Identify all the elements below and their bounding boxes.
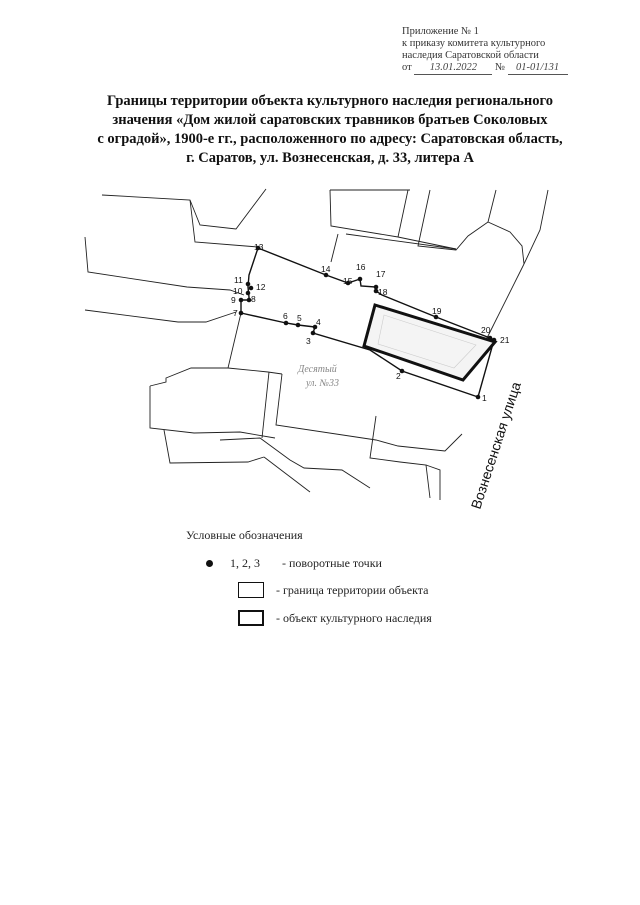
building-outline [227, 312, 242, 369]
building-outline [487, 189, 497, 223]
turning-point-label-14: 14 [321, 264, 331, 274]
title-line-1: Границы территории объекта культурного н… [107, 93, 553, 109]
legend-points-sample: 1, 2, 3 [230, 556, 260, 570]
building-outline [149, 367, 283, 387]
building-outline [189, 199, 259, 248]
turning-point-17 [373, 284, 379, 290]
title-line-4: г. Саратов, ул. Вознесенская, д. 33, лит… [186, 150, 474, 166]
turning-point-20 [487, 335, 493, 341]
boundary-symbol [238, 582, 264, 598]
annex-header: Приложение № 1 к приказу комитета культу… [402, 26, 602, 75]
building-outline [261, 371, 270, 439]
building-outline [417, 189, 525, 265]
turning-point-label-20: 20 [481, 325, 491, 335]
street-label: Вознесенская улица [468, 380, 524, 511]
building-outline [84, 236, 245, 296]
turning-point-label-4: 4 [316, 317, 321, 327]
building-outline [330, 233, 339, 263]
turning-point-label-15: 15 [343, 276, 353, 286]
turning-point-label-5: 5 [297, 313, 302, 323]
annex-line-3: наследия Саратовской области [402, 50, 539, 61]
turning-point-label-10: 10 [233, 286, 243, 296]
turning-point-19 [433, 314, 439, 320]
surrounding-buildings [84, 188, 549, 500]
turning-point-3 [310, 330, 316, 336]
turning-point-11 [245, 281, 251, 287]
heritage-object-symbol [238, 610, 264, 626]
turning-point-16 [357, 276, 363, 282]
turning-point-15 [345, 280, 351, 286]
turning-point-label-16: 16 [356, 262, 366, 272]
turning-point-7 [238, 310, 244, 316]
annex-line-2: к приказу комитета культурного [402, 38, 546, 49]
legend-boundary-desc: - граница территории объекта [276, 583, 429, 597]
building-outline [523, 189, 549, 265]
building-outline [329, 189, 399, 238]
building-outline [485, 263, 525, 341]
heritage-object-inner [377, 314, 477, 369]
faded-label-2: ул. №33 [305, 378, 339, 389]
building-outline [425, 464, 441, 500]
turning-point-18 [373, 288, 379, 294]
turning-point-symbol [206, 560, 213, 567]
building-outline [163, 429, 265, 464]
building-outline [101, 188, 267, 230]
date-value: 13.01.2022 [414, 62, 493, 75]
turning-point-label-17: 17 [376, 269, 386, 279]
turning-point-label-7: 7 [233, 308, 238, 318]
turning-point-5 [295, 322, 301, 328]
turning-point-21 [491, 337, 497, 343]
date-prefix: от [402, 62, 412, 73]
turning-point-label-13: 13 [254, 242, 264, 252]
turning-point-1 [475, 394, 481, 400]
annex-line-1: Приложение № 1 [402, 26, 479, 37]
building-outline [149, 386, 276, 439]
turning-point-4 [312, 324, 318, 330]
building-outline [275, 373, 463, 452]
turning-point-label-12: 12 [256, 282, 266, 292]
turning-point-label-3: 3 [306, 336, 311, 346]
number-value: 01-01/131 [507, 62, 568, 75]
turning-point-6 [283, 320, 289, 326]
annex-date-number: от 13.01.2022 № 01-01/131 [402, 62, 602, 75]
building-outline [397, 236, 457, 250]
legend-points-desc: - поворотные точки [282, 556, 382, 570]
turning-point-8 [246, 297, 252, 303]
turning-point-14 [323, 272, 329, 278]
legend-object-desc: - объект культурного наследия [276, 611, 432, 625]
turning-point-label-8: 8 [251, 294, 256, 304]
turning-point-2 [399, 368, 405, 374]
turning-point-13 [255, 245, 261, 251]
turning-point-label-9: 9 [231, 295, 236, 305]
building-outline [369, 415, 431, 499]
boundary-line [477, 339, 495, 398]
turning-point-label-11: 11 [234, 275, 243, 285]
building-outline [263, 456, 311, 493]
heritage-object-building [362, 303, 498, 382]
turning-point-label-19: 19 [432, 306, 442, 316]
turning-point-12 [248, 285, 254, 291]
building-outline [345, 233, 457, 250]
title-line-3: с оградой», 1900-е гг., расположенного п… [97, 131, 563, 147]
document-title: Границы территории объекта культурного н… [60, 92, 600, 168]
turning-point-label-1: 1 [482, 393, 487, 403]
building-outline [397, 189, 409, 238]
turning-point-label-21: 21 [500, 335, 510, 345]
turning-point-9 [238, 297, 244, 303]
building-outline [219, 437, 371, 489]
title-line-2: значения «Дом жилой саратовских травнико… [112, 112, 548, 128]
faded-label-1: Десятый [297, 364, 337, 375]
turning-point-label-6: 6 [283, 311, 288, 321]
turning-point-label-18: 18 [378, 287, 388, 297]
legend-title: Условные обозначения [186, 528, 303, 542]
building-outline [84, 309, 237, 323]
turning-point-10 [245, 290, 251, 296]
number-prefix: № [494, 62, 505, 73]
turning-point-label-2: 2 [396, 371, 401, 381]
